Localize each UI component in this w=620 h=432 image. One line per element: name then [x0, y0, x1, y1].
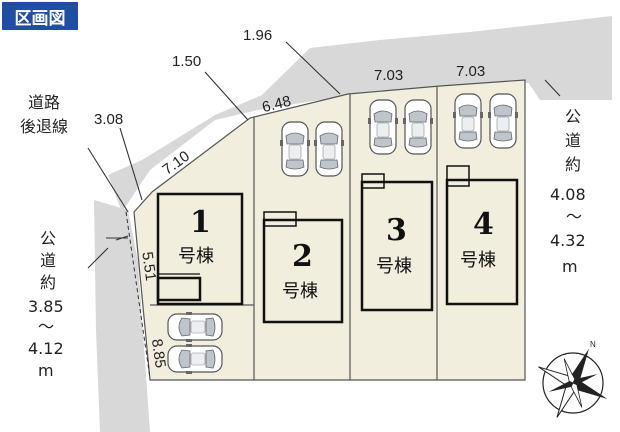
lot-4-number: 4	[473, 207, 494, 242]
lot-3-number: 3	[386, 213, 407, 248]
svg-text:～: ～	[38, 317, 54, 336]
lot-2-number: 2	[292, 239, 313, 274]
lot-4-unit: 号棟	[460, 250, 496, 271]
svg-text:4.32: 4.32	[550, 231, 586, 250]
dim-7-03-a: 7.03	[374, 67, 403, 84]
lot-3-unit: 号棟	[376, 256, 412, 277]
dim-1-50: 1.50	[172, 53, 201, 70]
dim-7-03-b: 7.03	[456, 63, 485, 80]
svg-text:公: 公	[565, 107, 581, 126]
leader-lines	[87, 41, 561, 269]
dim-3-08: 3.08	[94, 111, 123, 128]
svg-text:道: 道	[40, 251, 56, 270]
svg-text:道: 道	[565, 131, 581, 150]
building-2	[262, 211, 344, 324]
svg-text:～: ～	[566, 207, 582, 226]
dim-6-48: 6.48	[260, 93, 292, 117]
svg-text:3.85: 3.85	[28, 297, 64, 316]
lot-2-unit: 号棟	[282, 281, 318, 302]
lot-1-unit: 号棟	[178, 246, 214, 267]
building-4	[445, 165, 519, 306]
road-setback-label-line1: 道路	[28, 93, 60, 112]
dim-8-85: 8.85	[148, 338, 169, 369]
compass-north-label: N	[590, 340, 596, 349]
svg-text:4.12: 4.12	[28, 339, 64, 358]
svg-text:約: 約	[40, 273, 56, 292]
dim-1-96: 1.96	[243, 27, 272, 44]
road-setback-label-line2: 後退線	[20, 117, 68, 136]
svg-text:約: 約	[565, 155, 581, 174]
road-band-left	[94, 200, 150, 432]
svg-text:m: m	[562, 257, 578, 276]
building-3	[360, 173, 434, 312]
right-road-label: 公 道 約 4.08 ～ 4.32 m	[550, 107, 586, 276]
dim-5-51: 5.51	[138, 251, 159, 282]
left-road-label: 公 道 約 3.85 ～ 4.12 m	[28, 229, 64, 380]
map-title-badge: 区画図	[2, 2, 78, 30]
compass-rose: N	[538, 340, 608, 418]
lot-1-number: 1	[190, 205, 211, 240]
building-1	[156, 192, 244, 306]
svg-text:4.08: 4.08	[550, 185, 586, 204]
road-band-right	[528, 68, 612, 100]
svg-text:m: m	[38, 361, 54, 380]
svg-text:公: 公	[40, 229, 56, 248]
road-band-top	[108, 16, 612, 212]
